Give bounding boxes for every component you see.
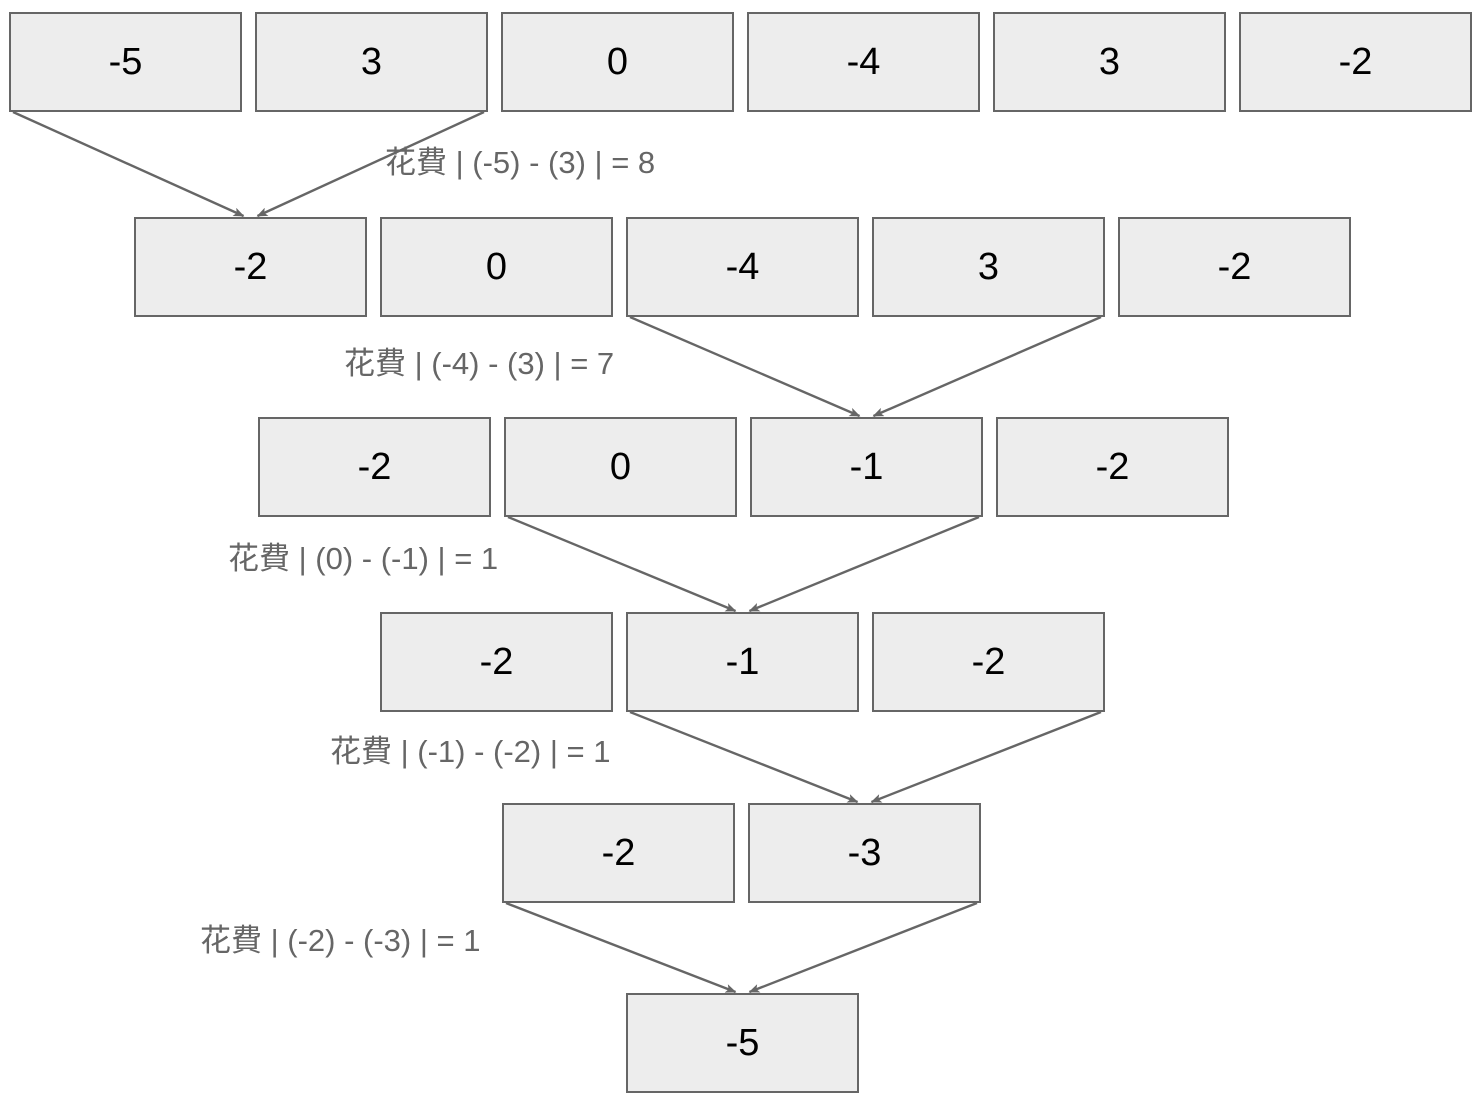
stone-cell: -2 [380, 612, 613, 712]
merge-arrow [748, 515, 980, 613]
stone-cell: -4 [747, 12, 980, 112]
cost-label: 花費 | (-2) - (-3) | = 1 [200, 923, 481, 958]
stone-cell: -2 [134, 217, 367, 317]
cost-label: 花費 | (-4) - (3) | = 7 [344, 346, 615, 381]
stone-cell: 0 [380, 217, 613, 317]
cost-label: 花費 | (-5) - (3) | = 8 [385, 145, 656, 180]
stone-cell: -2 [996, 417, 1229, 517]
stone-cell: 0 [504, 417, 737, 517]
stone-cell: 3 [993, 12, 1226, 112]
stone-cell: -2 [872, 612, 1105, 712]
merge-arrow [12, 110, 245, 218]
merge-arrow [507, 515, 737, 613]
stone-cell: -1 [750, 417, 983, 517]
merge-arrow [505, 901, 737, 994]
stone-cell: -5 [626, 993, 859, 1093]
stone-cell: -2 [502, 803, 735, 903]
stone-cell: -2 [1118, 217, 1351, 317]
stone-cell: -2 [258, 417, 491, 517]
stone-cell: -2 [1239, 12, 1472, 112]
stone-cell: 3 [872, 217, 1105, 317]
merge-arrow [629, 315, 861, 418]
cost-label: 花費 | (-1) - (-2) | = 1 [330, 734, 611, 769]
merge-arrow [748, 901, 978, 994]
stone-cell: -4 [626, 217, 859, 317]
merge-arrow [629, 710, 859, 804]
stone-cell: -3 [748, 803, 981, 903]
merge-arrow [872, 315, 1102, 418]
merge-arrow [870, 710, 1102, 804]
stone-cell: 3 [255, 12, 488, 112]
stone-cell: -5 [9, 12, 242, 112]
stone-cell: -1 [626, 612, 859, 712]
stone-cell: 0 [501, 12, 734, 112]
cost-label: 花費 | (0) - (-1) | = 1 [228, 541, 499, 576]
